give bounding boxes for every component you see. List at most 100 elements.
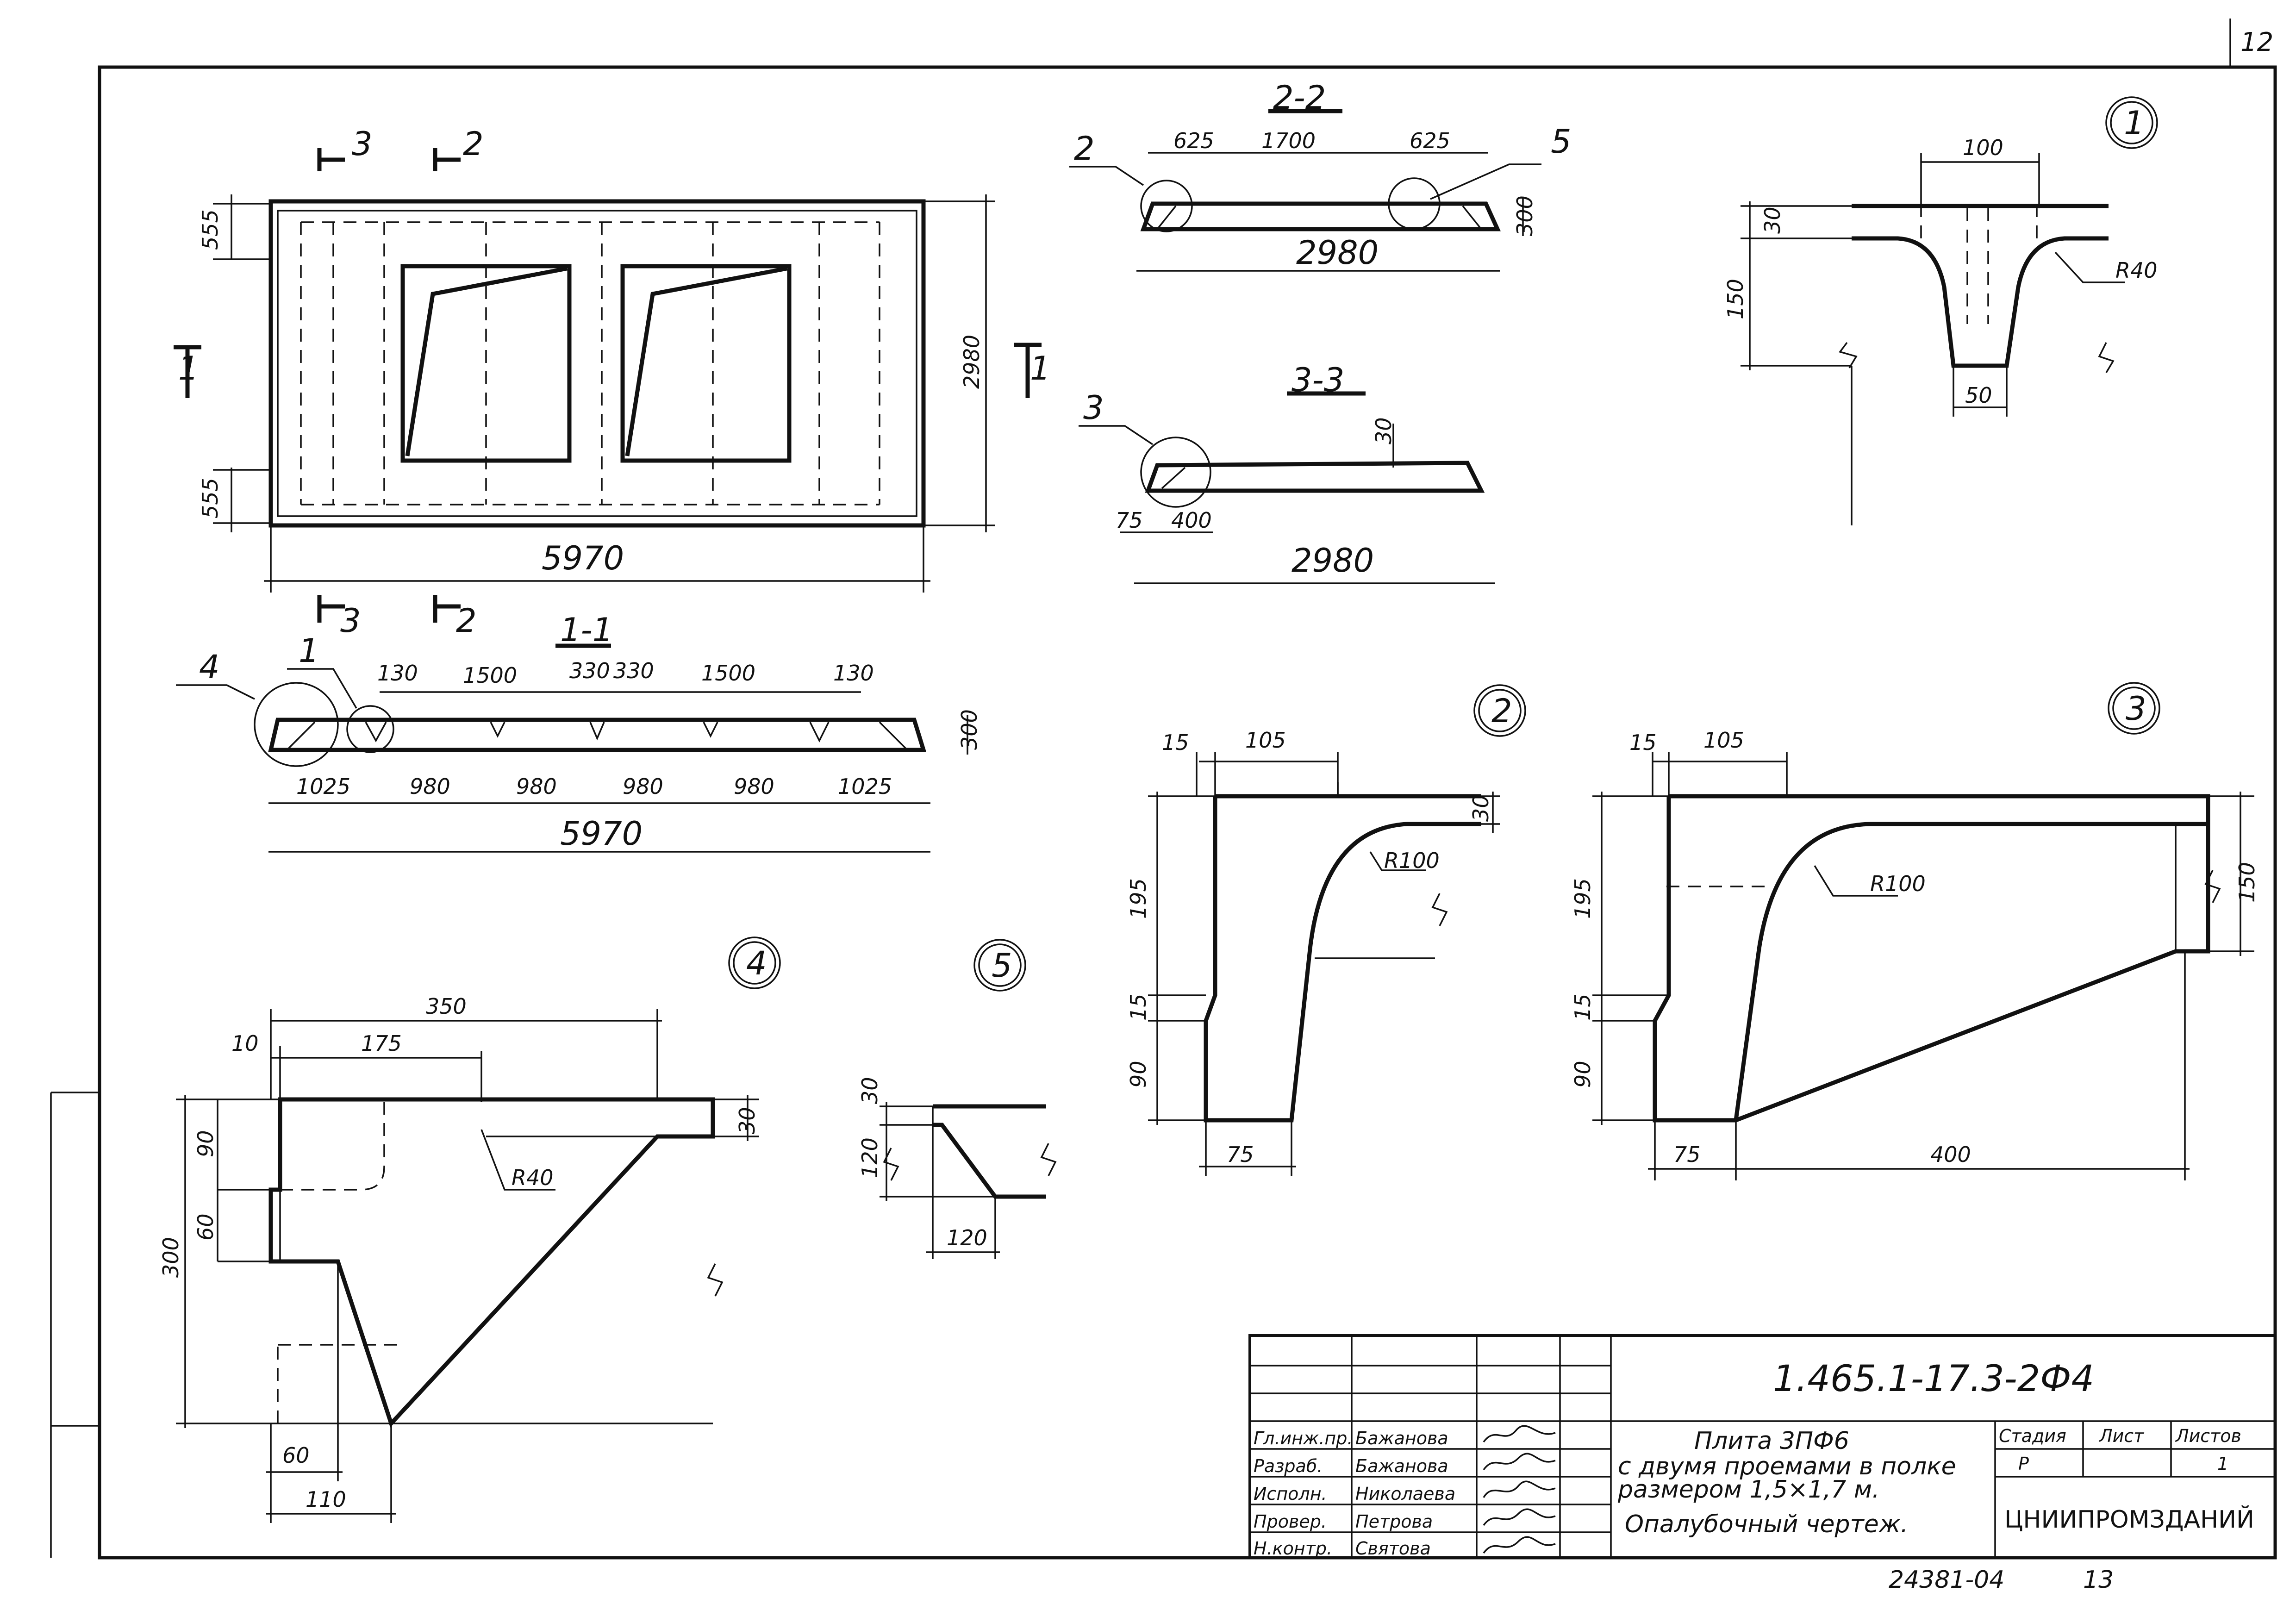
s11-bottom-dim-4: 980 — [623, 774, 663, 799]
detail-2-radius: R100 — [1384, 848, 1440, 873]
plan-dim-2980: 2980 — [959, 335, 984, 389]
detail-3-dim-195: 195 — [1570, 878, 1595, 919]
name-developer: Бажанова — [1355, 1456, 1448, 1476]
s11-bottom-dim-2: 980 — [410, 774, 450, 799]
section-1-1-callout-1: 1 — [299, 632, 319, 670]
detail-3-drawing — [1592, 682, 2254, 1180]
s22-dim-625-left: 625 — [1173, 128, 1214, 153]
s11-top-dim-4: 330 — [613, 658, 654, 683]
detail-4-radius: R40 — [512, 1165, 554, 1190]
sheet-frame — [50, 19, 2277, 1560]
detail-3-radius: R100 — [1870, 871, 1926, 896]
s11-height-300: 300 — [957, 709, 982, 750]
section-1-1-callout-4: 4 — [199, 648, 220, 686]
sheets-count-value: 1 — [2217, 1454, 2228, 1474]
s22-dim-1700: 1700 — [1261, 128, 1316, 153]
detail-5-dim-120: 120 — [857, 1137, 882, 1178]
product-desc-line2: размером 1,5×1,7 м. — [1617, 1476, 1880, 1504]
detail-1-radius: R40 — [2115, 258, 2158, 283]
detail-2-dim-105: 105 — [1245, 728, 1286, 753]
role-norm-control: Н.контр. — [1254, 1538, 1332, 1559]
detail-2-dim-195: 195 — [1126, 878, 1151, 919]
product-name: Плита 3ПФ6 — [1694, 1427, 1849, 1455]
role-executor: Исполн. — [1254, 1484, 1327, 1504]
sheet-number: 12 — [2240, 27, 2273, 57]
plan-mark-2-top: 2 — [463, 125, 484, 163]
detail-5-dim-30: 30 — [857, 1077, 882, 1104]
s11-bottom-dim-6: 1025 — [838, 774, 892, 799]
detail-3-number: 3 — [2126, 690, 2146, 728]
section-2-2-callout-5: 5 — [1551, 123, 1572, 161]
plan-dim-555-bottom: 555 — [198, 478, 223, 518]
detail-4-number: 4 — [746, 944, 767, 982]
s11-bottom-dim-5: 980 — [734, 774, 774, 799]
plan-mark-1-right: 1 — [1030, 350, 1051, 387]
detail-2-dim-15: 15 — [1162, 730, 1189, 755]
stage-label: Стадия — [1999, 1426, 2066, 1446]
s22-dim-625-right: 625 — [1410, 128, 1450, 153]
title-block-code: 1.465.1-17.3-2Ф4 — [1773, 1358, 2094, 1400]
detail-2-dim-15b: 15 — [1126, 993, 1151, 1021]
s11-top-dim-6: 130 — [833, 661, 874, 686]
detail-2-dim-75: 75 — [1227, 1142, 1254, 1167]
section-2-2-callout-2: 2 — [1074, 130, 1095, 168]
detail-4-dim-175: 175 — [361, 1031, 402, 1056]
detail-4-drawing — [176, 936, 781, 1523]
role-chief-engineer: Гл.инж.пр. — [1254, 1428, 1353, 1448]
detail-4-dim-30: 30 — [735, 1107, 760, 1134]
detail-3-dim-105: 105 — [1703, 728, 1744, 753]
section-3-3-callout-3: 3 — [1083, 389, 1104, 427]
detail-3-dim-15b: 15 — [1570, 993, 1595, 1021]
role-developer: Разраб. — [1254, 1456, 1323, 1476]
section-2-2-drawing — [1069, 109, 1541, 272]
product-desc-line1: с двумя проемами в полке — [1618, 1453, 1956, 1480]
name-norm-control: Святова — [1355, 1538, 1431, 1559]
plan-mark-3-top: 3 — [352, 125, 373, 163]
detail-4-dim-110: 110 — [306, 1487, 346, 1512]
footer-code: 24381-04 — [1889, 1566, 2004, 1594]
detail-3-dim-75: 75 — [1673, 1142, 1701, 1167]
detail-3-dim-150: 150 — [2234, 862, 2259, 903]
role-checker: Провер. — [1254, 1511, 1327, 1532]
detail-5-number: 5 — [992, 947, 1012, 985]
section-2-2-title: 2-2 — [1273, 79, 1326, 117]
detail-1-dim-50: 50 — [1965, 383, 1992, 408]
plan-mark-2-bottom: 2 — [456, 602, 477, 640]
section-3-3-drawing — [1079, 391, 1495, 584]
plan-dim-555-top: 555 — [198, 209, 223, 250]
section-3-3-title: 3-3 — [1292, 361, 1344, 399]
s33-dim-400: 400 — [1171, 508, 1212, 533]
footer-page: 13 — [2083, 1566, 2114, 1594]
title-block-grid — [1248, 1334, 2277, 1559]
s11-top-dim-2: 1500 — [463, 663, 517, 688]
name-chief-engineer: Бажанова — [1355, 1428, 1448, 1448]
s11-bottom-dim-1: 1025 — [296, 774, 350, 799]
detail-4-dim-60: 60 — [193, 1213, 218, 1241]
plan-view — [174, 148, 1042, 623]
plan-mark-1-left: 1 — [178, 350, 199, 387]
s22-total-2980: 2980 — [1296, 234, 1379, 272]
detail-4-dim-90: 90 — [193, 1130, 218, 1157]
section-1-1-drawing — [176, 643, 968, 853]
detail-2-number: 2 — [1491, 692, 1512, 730]
detail-5-dim-120b: 120 — [947, 1225, 987, 1250]
detail-1-number: 1 — [2124, 104, 2145, 142]
stage-value: Р — [2018, 1454, 2029, 1474]
plan-dim-5970: 5970 — [542, 539, 624, 577]
detail-4-dim-60b: 60 — [282, 1443, 310, 1468]
plan-mark-3-bottom: 3 — [340, 602, 361, 640]
detail-3-dim-400: 400 — [1930, 1142, 1971, 1167]
organization-name: ЦНИИПРОМЗДАНИЙ — [2004, 1505, 2254, 1534]
detail-1-drawing — [1741, 96, 2158, 525]
sheets-label: Листов — [2175, 1426, 2241, 1446]
s11-total-5970: 5970 — [560, 815, 643, 853]
detail-1-dim-100: 100 — [1963, 135, 2003, 160]
detail-2-dim-90: 90 — [1126, 1061, 1151, 1088]
detail-4-dim-350: 350 — [426, 994, 467, 1019]
detail-4-dim-300: 300 — [158, 1237, 183, 1278]
detail-1-dim-150: 150 — [1723, 279, 1748, 319]
detail-2-dim-30: 30 — [1468, 794, 1493, 822]
detail-4-dim-10: 10 — [231, 1031, 259, 1056]
s11-top-dim-1: 130 — [377, 661, 418, 686]
